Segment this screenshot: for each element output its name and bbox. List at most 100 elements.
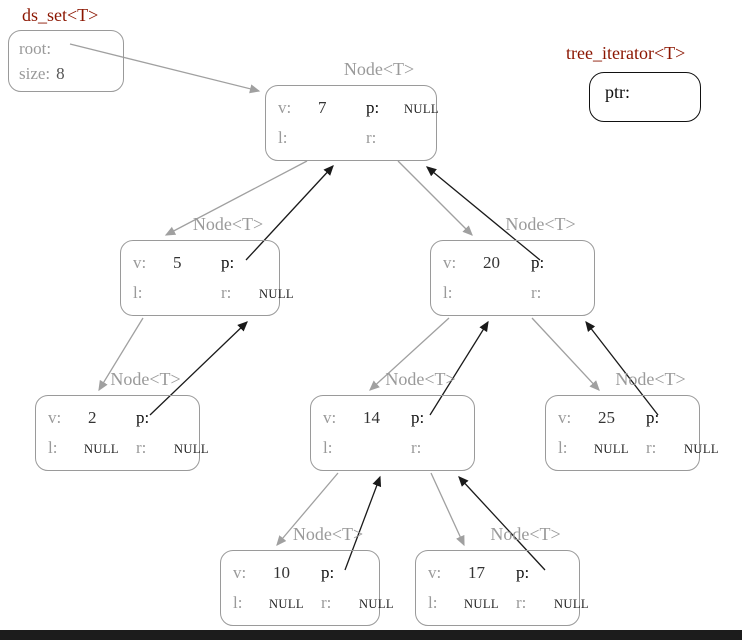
size-field: size: 8: [19, 61, 123, 86]
r-value: NULL: [554, 597, 589, 611]
r-label: r:: [516, 593, 527, 612]
tree-node-v14: Node<T> v: 14 p: l: r:: [310, 369, 475, 471]
node-class-label: Node<T>: [110, 369, 181, 389]
tree-node-v7: Node<T> v: 7 p: NULL l: r:: [265, 59, 439, 161]
node-record-box: v: 7 p: NULL l: r:: [265, 85, 439, 161]
v-label: v:: [133, 253, 147, 272]
p-label: p:: [646, 408, 660, 427]
root-field: root:: [19, 36, 123, 61]
ptr-field-label: ptr:: [605, 82, 630, 102]
ds-set-class-label: ds_set<T>: [22, 5, 99, 25]
r-value: NULL: [259, 287, 294, 301]
node-row-value-parent: v: 5 p:: [133, 253, 271, 273]
size-field-label: size:: [19, 64, 51, 83]
node-row-children: l: r: NULL: [133, 283, 294, 303]
p-label: p:: [531, 253, 545, 272]
tree-node-v25: Node<T> v: 25 p: l: NULL r: NULL: [545, 369, 719, 471]
r-label: r:: [411, 438, 422, 457]
v-label: v:: [558, 408, 572, 427]
tree-node-v10: Node<T> v: 10 p: l: NULL r: NULL: [220, 524, 394, 626]
node-row-children: l: r:: [278, 128, 428, 148]
tree-node-v17: Node<T> v: 17 p: l: NULL r: NULL: [415, 524, 589, 626]
l-label: l:: [443, 283, 453, 302]
v-value: 14: [363, 408, 380, 427]
node-class-label: Node<T>: [615, 369, 686, 389]
p-label: p:: [136, 408, 150, 427]
node-class-label: Node<T>: [385, 369, 456, 389]
node-record-box: v: 17 p: l: NULL r: NULL: [415, 550, 589, 626]
r-value: NULL: [359, 597, 394, 611]
v-label: v:: [323, 408, 337, 427]
l-value: NULL: [84, 442, 119, 456]
bottom-window-edge: [0, 630, 742, 640]
v-value: 25: [598, 408, 615, 427]
l-label: l:: [48, 438, 58, 457]
node-class-label: Node<T>: [292, 524, 364, 544]
l-label: l:: [233, 593, 243, 612]
l-label: l:: [133, 283, 143, 302]
p-value: NULL: [404, 102, 439, 116]
node-record-box: v: 5 p: l: r: NULL: [120, 240, 294, 316]
node-class-label: Node<T>: [505, 214, 576, 234]
r-value: NULL: [174, 442, 209, 456]
tree-node-v20: Node<T> v: 20 p: l: r:: [430, 214, 595, 316]
node-row-children: l: r:: [323, 438, 466, 458]
tree-node-v5: Node<T> v: 5 p: l: r: NULL: [120, 214, 294, 316]
node-row-value-parent: v: 17 p:: [428, 563, 571, 583]
r-label: r:: [321, 593, 332, 612]
node-row-value-parent: v: 20 p:: [443, 253, 586, 273]
r-label: r:: [531, 283, 542, 302]
node-row-value-parent: v: 25 p:: [558, 408, 691, 428]
p-label: p:: [516, 563, 530, 582]
l-value: NULL: [269, 597, 304, 611]
r-label: r:: [646, 438, 657, 457]
p-label: p:: [411, 408, 425, 427]
node-row-children: l: NULL r: NULL: [558, 438, 719, 458]
v-label: v:: [48, 408, 62, 427]
node-row-children: l: NULL r: NULL: [48, 438, 209, 458]
node-record-box: v: 2 p: l: NULL r: NULL: [35, 395, 209, 471]
r-label: r:: [366, 128, 377, 147]
v-value: 10: [273, 563, 290, 582]
v-label: v:: [278, 98, 292, 117]
node-row-children: l: NULL r: NULL: [233, 593, 394, 613]
node-row-value-parent: v: 7 p: NULL: [278, 98, 439, 118]
v-value: 17: [468, 563, 485, 582]
node-record-box: v: 14 p: l: r:: [310, 395, 475, 471]
node-row-value-parent: v: 10 p:: [233, 563, 371, 583]
ds-set-box: root: size: 8: [8, 30, 124, 92]
r-label: r:: [136, 438, 147, 457]
l-label: l:: [428, 593, 438, 612]
v-label: v:: [428, 563, 442, 582]
l-label: l:: [323, 438, 333, 457]
root-field-label: root:: [19, 39, 52, 58]
l-value: NULL: [594, 442, 629, 456]
node-class-label: Node<T>: [192, 214, 264, 234]
v-value: 2: [88, 408, 97, 427]
v-label: v:: [443, 253, 457, 272]
r-label: r:: [221, 283, 232, 302]
l-label: l:: [278, 128, 288, 147]
v-value: 20: [483, 253, 500, 272]
node-record-box: v: 10 p: l: NULL r: NULL: [220, 550, 394, 626]
p-label: p:: [221, 253, 235, 272]
p-label: p:: [366, 98, 380, 117]
l-label: l:: [558, 438, 568, 457]
node-row-value-parent: v: 2 p:: [48, 408, 191, 428]
node-record-box: v: 20 p: l: r:: [430, 240, 595, 316]
l-value: NULL: [464, 597, 499, 611]
node-class-label: Node<T>: [343, 59, 415, 79]
v-label: v:: [233, 563, 247, 582]
node-record-box: v: 25 p: l: NULL r: NULL: [545, 395, 719, 471]
p-label: p:: [321, 563, 335, 582]
v-value: 7: [318, 98, 327, 117]
tree-iterator-box: ptr:: [589, 72, 701, 122]
node-row-children: l: NULL r: NULL: [428, 593, 589, 613]
size-field-value: 8: [56, 64, 65, 83]
r-value: NULL: [684, 442, 719, 456]
node-row-value-parent: v: 14 p:: [323, 408, 466, 428]
tree-node-v2: Node<T> v: 2 p: l: NULL r: NULL: [35, 369, 209, 471]
tree-iterator-class-label: tree_iterator<T>: [566, 43, 686, 63]
node-class-label: Node<T>: [490, 524, 561, 544]
